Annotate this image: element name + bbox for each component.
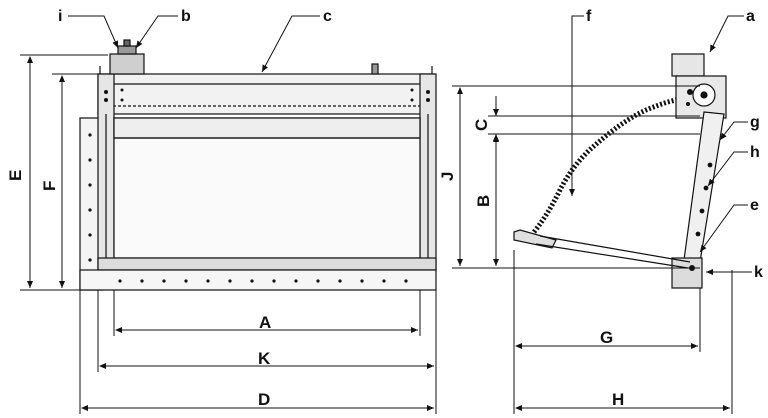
callout-h: h xyxy=(750,144,760,161)
dim-label-H: H xyxy=(612,390,624,409)
dim-label-F: F xyxy=(40,181,59,191)
dim-label-J: J xyxy=(438,172,457,181)
dim-label-A: A xyxy=(259,313,271,332)
side-dimensions xyxy=(452,15,752,414)
dim-label-B: B xyxy=(474,195,493,207)
callout-c: c xyxy=(323,8,332,25)
top-housing xyxy=(97,73,435,115)
dim-label-G: G xyxy=(600,328,613,347)
front-view xyxy=(79,39,437,291)
side-foot xyxy=(671,257,703,289)
curtain xyxy=(113,117,421,259)
coiled-cable xyxy=(532,97,677,234)
callout-b: b xyxy=(181,8,191,25)
deployed-plate xyxy=(513,229,557,249)
motor-block xyxy=(109,53,145,75)
side-head xyxy=(671,53,705,77)
callout-g: g xyxy=(750,114,760,131)
front-dimensions xyxy=(20,15,437,414)
bottom-bar xyxy=(97,257,437,271)
dim-label-C: C xyxy=(472,119,491,131)
callout-e: e xyxy=(750,197,759,214)
base-rail xyxy=(79,269,437,291)
callout-f: f xyxy=(586,8,592,25)
dim-label-E: E xyxy=(6,170,25,181)
callout-a: a xyxy=(746,8,755,25)
callout-k: k xyxy=(754,264,763,281)
dim-label-D: D xyxy=(258,390,270,409)
side-view xyxy=(513,53,727,289)
callout-i: i xyxy=(58,8,62,25)
dim-label-K: K xyxy=(258,349,271,368)
